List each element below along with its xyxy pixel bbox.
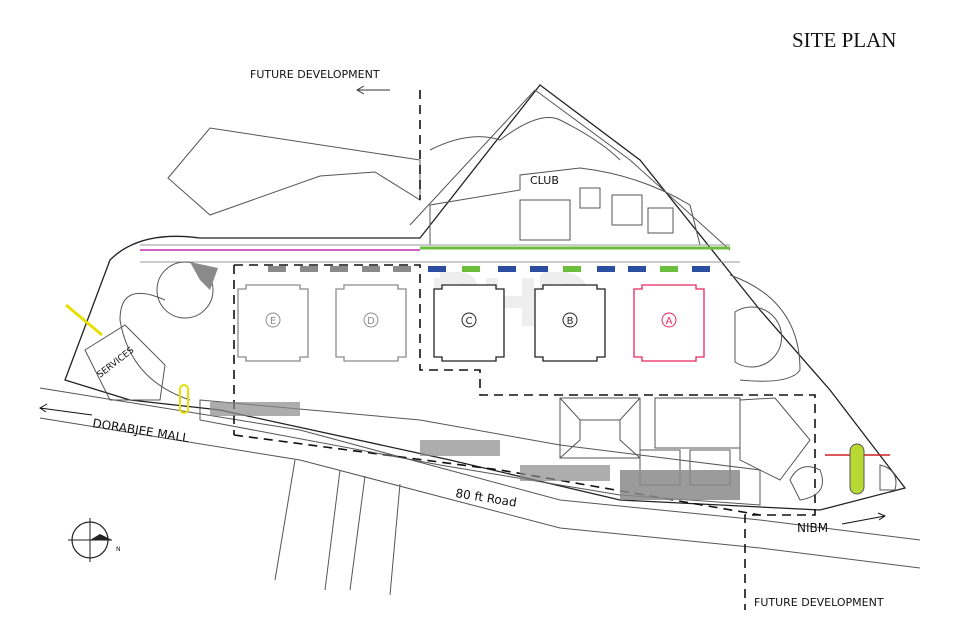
arrow-head-icon [355, 85, 365, 95]
frontage-buildings [199, 397, 811, 506]
tower-outline [335, 284, 407, 362]
future-plot-outline [167, 127, 421, 216]
tower-marker [461, 312, 477, 328]
club-boundary [409, 89, 731, 251]
north-compass-icon [68, 518, 112, 562]
arrow-right-icon [841, 512, 887, 525]
club-room [647, 207, 674, 234]
road-edge-bottom [39, 417, 921, 569]
tower-letter: B [567, 316, 574, 327]
club-building [429, 167, 701, 246]
club-room [611, 194, 643, 226]
landscape-pods [789, 464, 897, 501]
tower-marker [562, 312, 578, 328]
club-label: CLUB [530, 174, 559, 187]
tower-letter: E [270, 316, 276, 327]
tower-outline [237, 284, 309, 362]
tower-marker [265, 312, 281, 328]
tower-outline [633, 284, 705, 362]
plot-boundary [64, 84, 907, 511]
future-development-label-bottom: FUTURE DEVELOPMENT [754, 596, 884, 609]
club-hall [519, 199, 571, 241]
dorabjee-mall-label: DORABJEE MALL [92, 416, 191, 445]
services-label: SERVICES [96, 345, 137, 380]
tower-d: D [335, 284, 407, 362]
tower-marker [363, 312, 379, 328]
nibm-label: NIBM [797, 521, 828, 535]
arrow-left-icon [39, 403, 93, 416]
lime-feature [849, 443, 865, 495]
tower-a: A [633, 284, 705, 362]
road-label: 80 ft Road [455, 486, 518, 509]
tower-letter: A [666, 316, 673, 327]
tower-e: E [237, 284, 309, 362]
parking-strip [268, 266, 710, 272]
right-access [729, 274, 801, 382]
tower-b: B [534, 284, 606, 362]
yellow-edge [65, 303, 103, 337]
tower-marker [661, 312, 677, 328]
yellow-marker [179, 384, 189, 414]
services-block [84, 324, 166, 401]
club-landscape [429, 117, 621, 161]
tower-letter: D [367, 316, 375, 327]
club-room [579, 187, 601, 209]
future-development-label-top: FUTURE DEVELOPMENT [250, 68, 380, 81]
site-plan-title: SITE PLAN [792, 28, 896, 52]
tower-outline [433, 284, 505, 362]
tower-c: C [433, 284, 505, 362]
ramp-block [190, 262, 218, 290]
access-road [119, 292, 191, 401]
ramp-circle-right [734, 306, 783, 368]
side-road [274, 459, 401, 596]
north-label: N [116, 546, 121, 553]
tower-letter: C [466, 316, 473, 327]
tower-outline [534, 284, 606, 362]
road-edge-top [39, 387, 921, 541]
ramp-circle [156, 261, 214, 319]
